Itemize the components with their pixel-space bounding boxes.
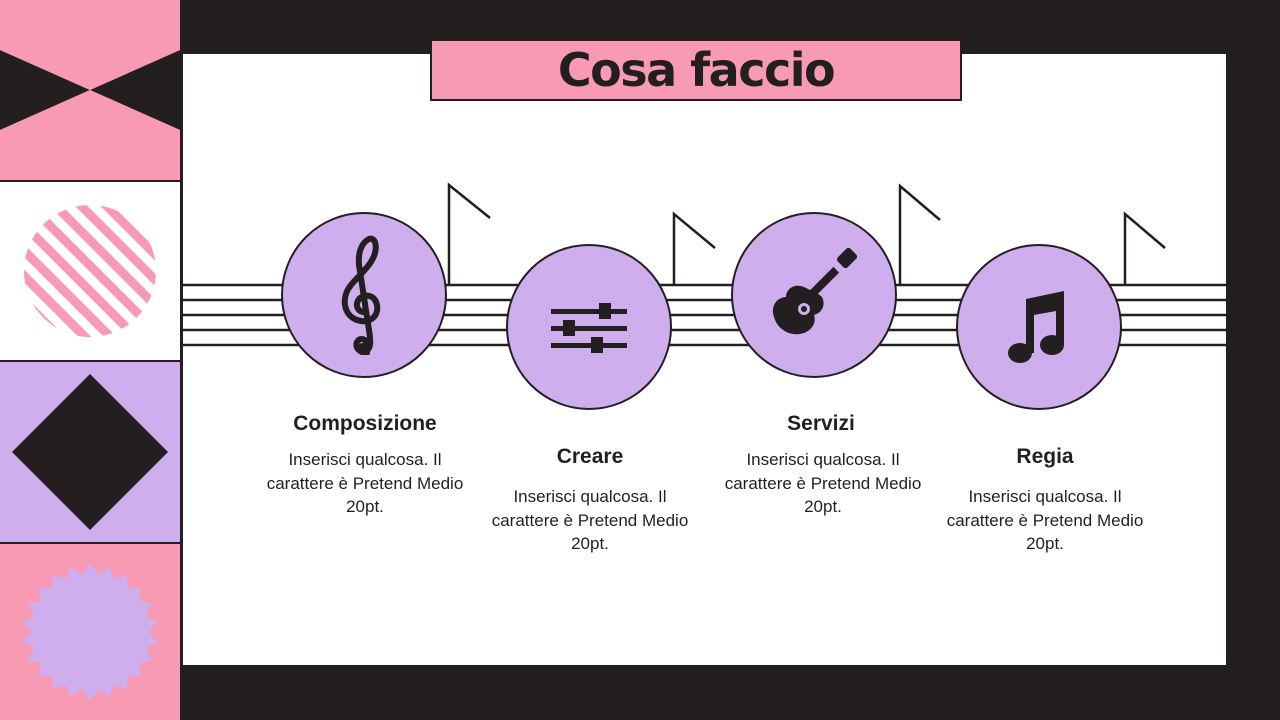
services-circle [731, 212, 897, 378]
treble-clef-icon [341, 235, 381, 355]
guitar-icon [772, 247, 858, 335]
bowtie-shape [0, 0, 180, 130]
item-title-regia: Regia [1016, 445, 1074, 468]
composition-circle [281, 212, 447, 378]
item-description-servizi: Inserisci qualcosa. Il carattere è Prete… [724, 450, 922, 516]
diamond-tile [0, 362, 180, 542]
striped-circle-shape [24, 205, 156, 337]
striped-circle-tile [0, 182, 180, 360]
decorative-sidebar [0, 0, 181, 720]
item-title-creare: Creare [556, 445, 624, 468]
item-description-composizione: Inserisci qualcosa. Il carattere è Prete… [266, 450, 464, 516]
starburst-tile [0, 544, 180, 720]
page-title: Cosa faccio [557, 43, 836, 97]
diamond-shape [12, 374, 168, 530]
bowtie-tile [0, 0, 180, 180]
starburst-shape [22, 564, 158, 700]
music-note-icon [1008, 291, 1064, 363]
direction-circle [956, 244, 1122, 410]
item-title-composizione: Composizione [293, 412, 437, 435]
item-description-creare: Inserisci qualcosa. Il carattere è Prete… [491, 487, 689, 553]
create-circle [506, 244, 672, 410]
title-banner: Cosa faccio [430, 39, 962, 101]
item-title-servizi: Servizi [787, 412, 855, 435]
sliders-icon [551, 303, 627, 353]
item-description-regia: Inserisci qualcosa. Il carattere è Prete… [946, 487, 1144, 553]
